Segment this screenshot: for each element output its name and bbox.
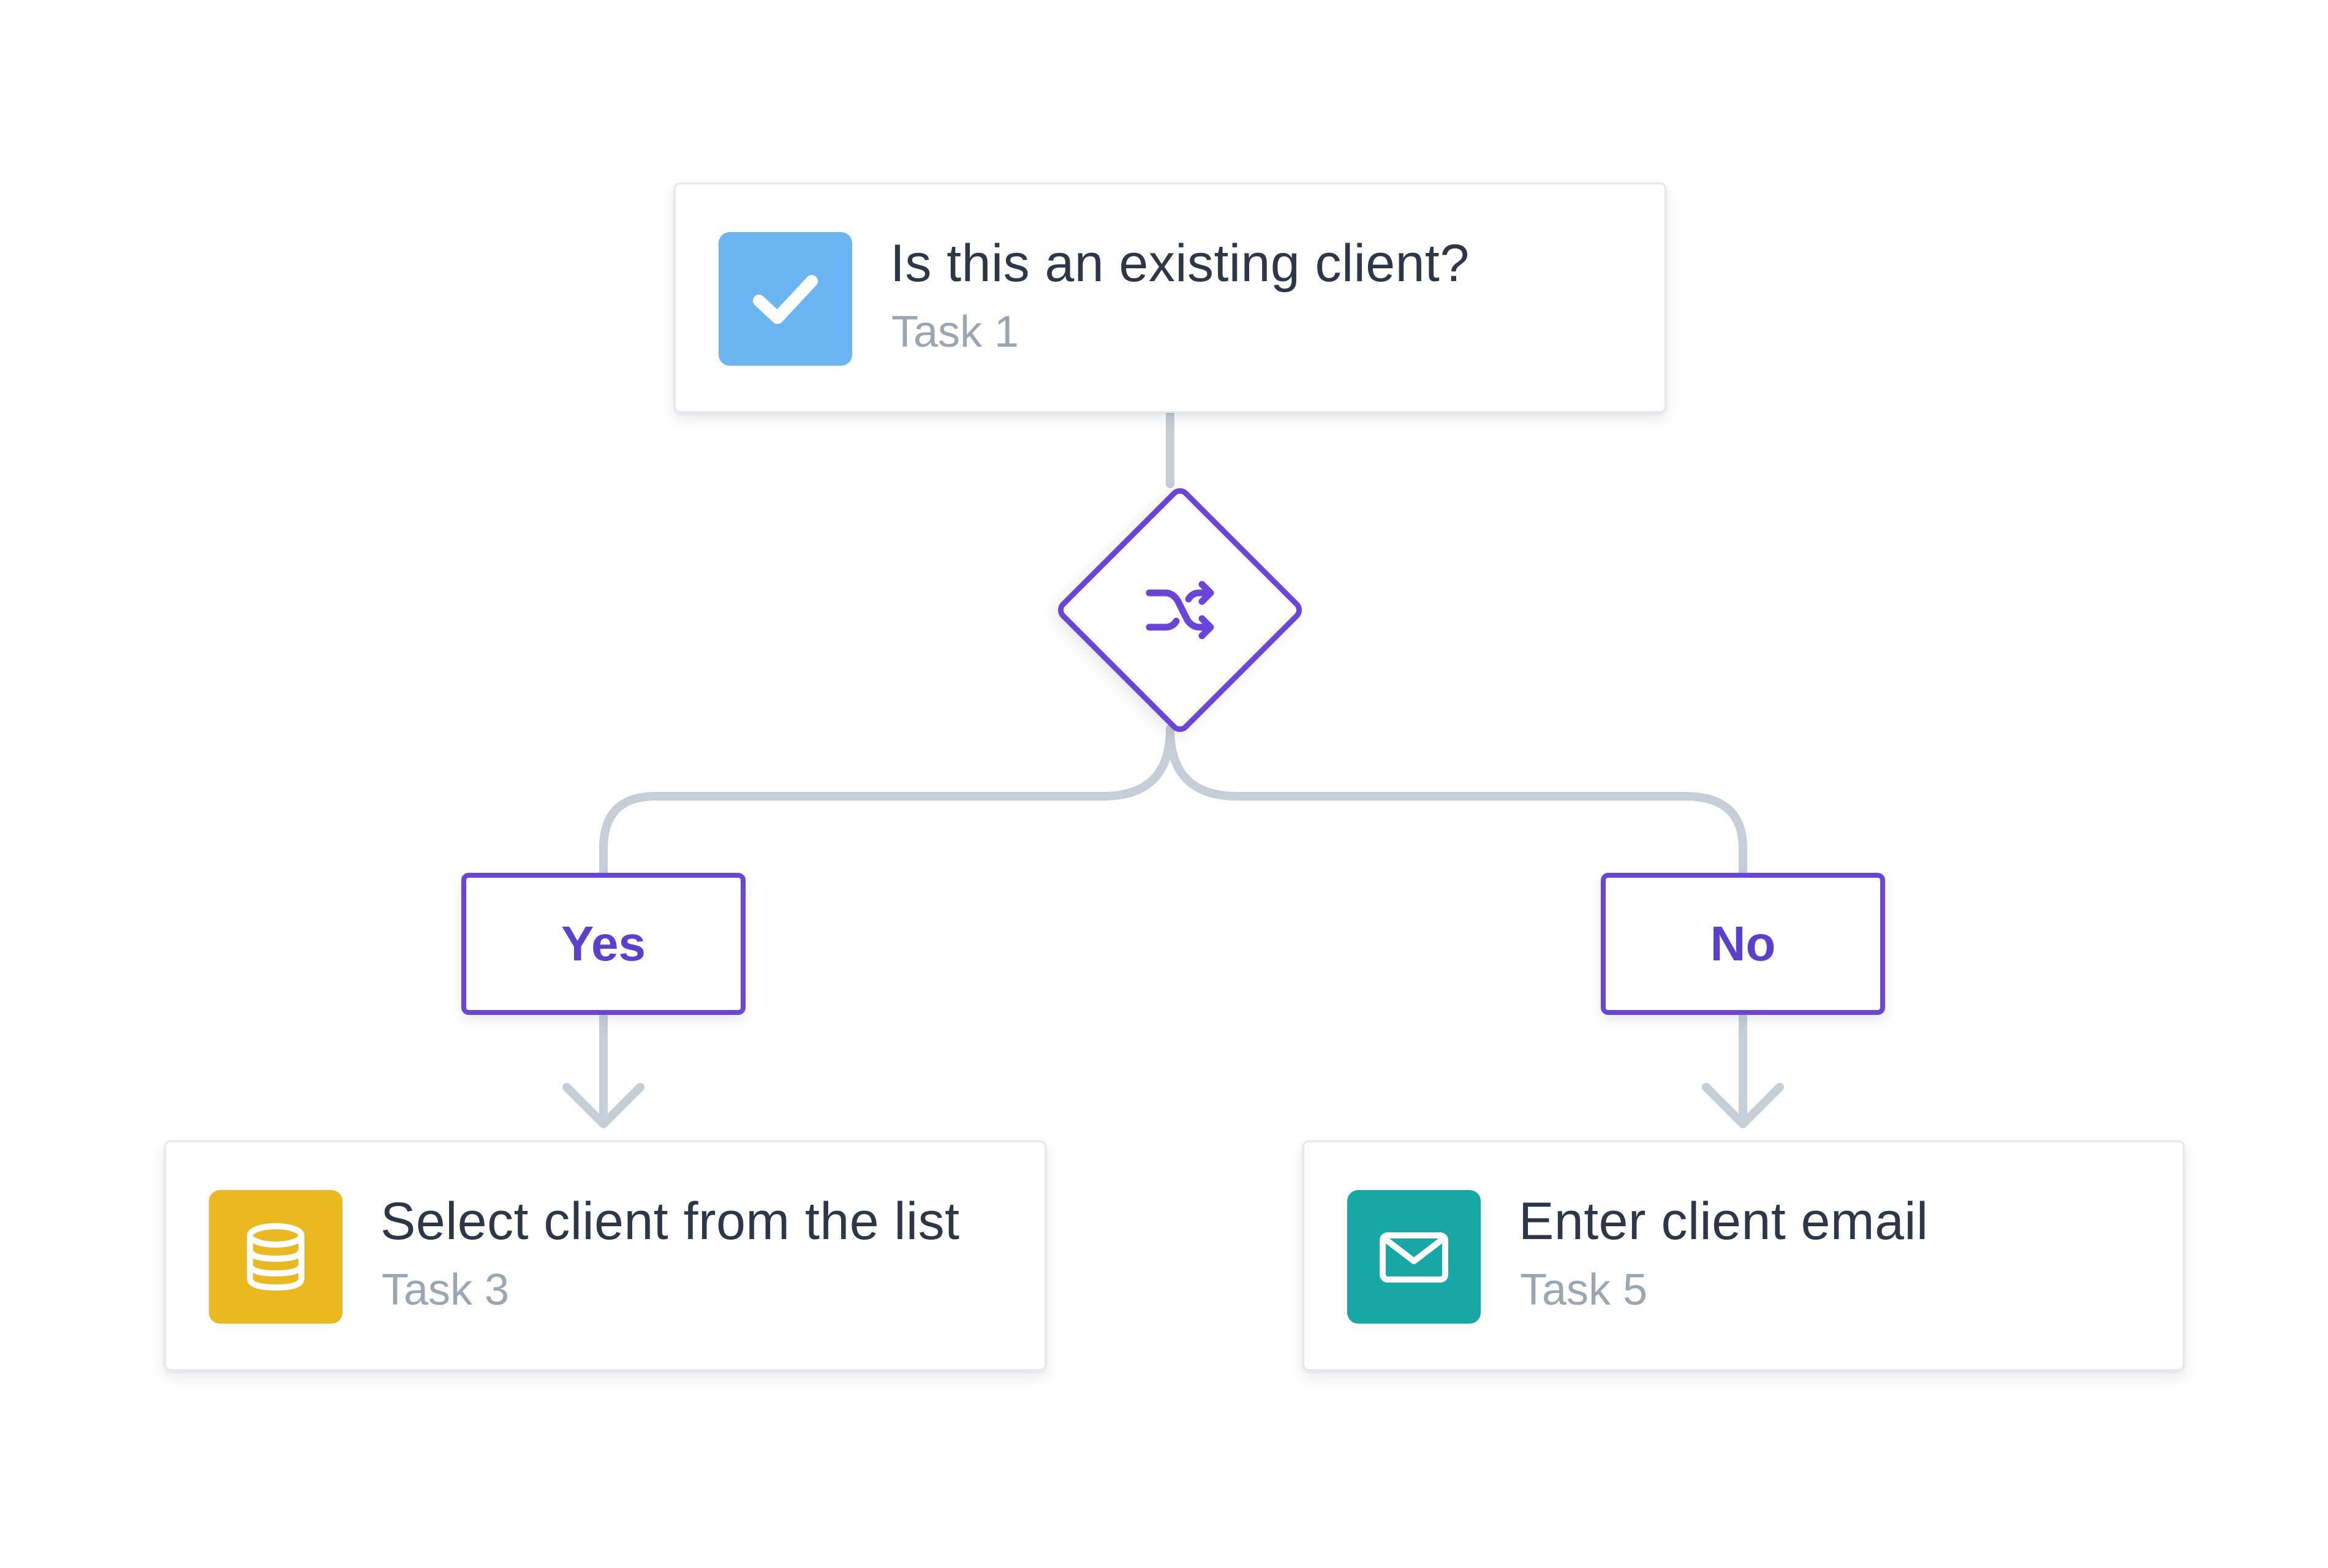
- envelope-icon: [1347, 1190, 1481, 1324]
- connector-gateway-yes: [599, 725, 1174, 877]
- task-subtitle: Task 3: [382, 1265, 510, 1314]
- task-title: Enter client email: [1519, 1192, 1929, 1251]
- branch-yes-label[interactable]: Yes: [461, 873, 746, 1015]
- database-icon: [209, 1190, 342, 1324]
- arrowhead-no: [1702, 1083, 1784, 1128]
- task-card-1[interactable]: Is this an existing client? Task 1: [674, 183, 1666, 413]
- task-title: Select client from the list: [380, 1192, 960, 1251]
- branch-no-label[interactable]: No: [1601, 873, 1885, 1015]
- task-card-5[interactable]: Enter client email Task 5: [1302, 1140, 2185, 1371]
- checkbox-check-icon: [719, 232, 852, 366]
- task-subtitle: Task 5: [1520, 1265, 1648, 1314]
- task-subtitle: Task 1: [891, 307, 1019, 356]
- task-card-3[interactable]: Select client from the list Task 3: [164, 1140, 1046, 1371]
- arrowhead-yes: [562, 1083, 644, 1128]
- task-title: Is this an existing client?: [890, 234, 1470, 293]
- shuffle-icon: [1146, 581, 1214, 639]
- connector-gateway-no: [1166, 725, 1747, 877]
